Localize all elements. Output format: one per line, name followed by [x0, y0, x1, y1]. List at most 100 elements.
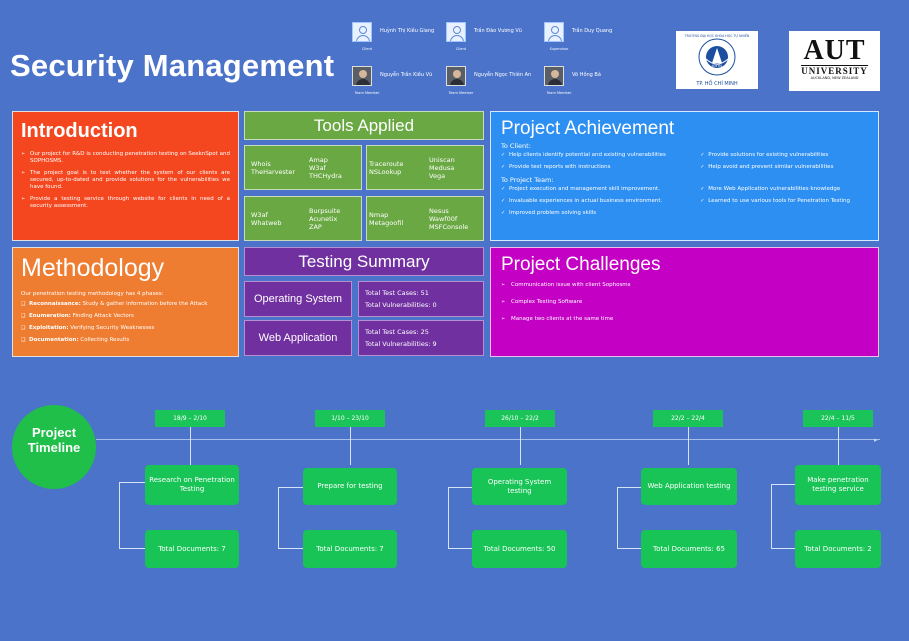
introduction-title: Introduction	[21, 120, 138, 142]
timeline-docs: Total Documents: 7	[303, 530, 397, 568]
tool-name: Amap	[309, 156, 328, 164]
user-icon	[544, 22, 564, 42]
person-role: Client	[361, 47, 373, 51]
person-card: Nguyễn Trần Kiều Vũ Team Member	[352, 66, 433, 95]
tool-box: Traceroute NSLookup Uniscan Medusa Vega	[366, 145, 484, 190]
timeline-connector	[617, 548, 642, 549]
person-role: Team Member	[354, 91, 380, 95]
tool-name: Metagoofil	[369, 219, 404, 227]
testing-label-os: Operating System	[244, 281, 352, 317]
timeline-task: Operating System testing	[472, 468, 567, 505]
introduction-item: Provide a testing service through websit…	[21, 196, 230, 210]
tool-name: THCHydra	[309, 172, 342, 180]
achievement-item: Help clients identify potential and exis…	[501, 152, 700, 159]
achievement-item: Project execution and management skill i…	[501, 186, 700, 193]
tool-box: Nmap Metagoofil Nesus Wawf00f MSFConsole	[366, 196, 484, 241]
person-name: Huỳnh Thị Kiều Giang	[380, 28, 435, 34]
testing-vulns: Total Vulnerabilities: 9	[365, 340, 437, 348]
methodology-item: Enumeration: Finding Attack Vectors	[21, 313, 230, 320]
methodology-item: Reconnaissance: Study & gather informati…	[21, 301, 230, 308]
challenges-title: Project Challenges	[501, 254, 661, 275]
introduction-item: Our project for R&D is conducting penetr…	[21, 151, 230, 165]
tool-name: ZAP	[309, 223, 322, 231]
tool-box: W3af Whatweb Burpsuite Acunetix ZAP	[244, 196, 362, 241]
person-name: Nguyễn Trần Kiều Vũ	[380, 72, 433, 78]
tool-name: Wawf00f	[429, 215, 458, 223]
timeline-connector	[448, 548, 473, 549]
testing-label-web: Web Application	[244, 320, 352, 356]
timeline-connector	[119, 482, 146, 483]
tool-name: Nmap	[369, 211, 389, 219]
achievement-title: Project Achievement	[501, 118, 675, 139]
timeline-connector	[838, 427, 839, 465]
timeline-task: Research on Penetration Testing	[145, 465, 239, 505]
timeline-task: Make penetration testing service	[795, 465, 881, 505]
testing-summary-title: Testing Summary	[244, 247, 484, 276]
tool-box: Whois TheHarvester Amap W3af THCHydra	[244, 145, 362, 190]
timeline-docs: Total Documents: 50	[472, 530, 567, 568]
timeline-connector	[448, 487, 473, 488]
methodology-lead: Our penetration testing methodology has …	[21, 291, 164, 297]
timeline-date: 22/2 – 22/4	[653, 410, 723, 427]
logo-aut-text: AUT	[803, 35, 866, 66]
timeline-docs: Total Documents: 7	[145, 530, 239, 568]
timeline-connector	[520, 427, 521, 465]
timeline-connector	[617, 487, 642, 488]
achievement-item: Provide test reports with instructions	[501, 164, 700, 171]
timeline-connector	[771, 484, 772, 548]
user-icon	[352, 22, 372, 42]
tool-name: Vega	[429, 172, 446, 180]
tool-name: Whois	[251, 160, 271, 168]
achievement-item: Learned to use various tools for Penetra…	[700, 198, 868, 205]
timeline-connector	[617, 487, 618, 548]
tool-name: NSLookup	[369, 168, 402, 176]
introduction-panel: Introduction Our project for R&D is cond…	[12, 111, 239, 241]
challenge-item: Communication issue with client Sophosms	[501, 282, 868, 289]
timeline-connector	[119, 548, 146, 549]
tools-title: Tools Applied	[244, 111, 484, 140]
challenges-panel: Project Challenges Communication issue w…	[490, 247, 879, 357]
achievement-item: Help avoid and prevent similar vulnerabi…	[700, 164, 868, 171]
logo-ring-text: TRƯỜNG ĐẠI HỌC KHOA HỌC TỰ NHIÊN	[684, 33, 750, 38]
timeline-connector	[448, 487, 449, 548]
timeline-connector	[278, 487, 304, 488]
arrow-right-icon: ▸	[874, 436, 878, 444]
timeline-axis	[96, 439, 880, 440]
tool-name: Whatweb	[251, 219, 282, 227]
person-name: Trần Đào Vương Vũ	[474, 28, 522, 34]
timeline-connector	[771, 548, 796, 549]
person-name: Võ Hồng Bá	[572, 72, 601, 78]
person-name: Nguyễn Ngọc Thiên An	[474, 72, 532, 78]
achievement-item: Invaluable experiences in actual busines…	[501, 198, 700, 205]
tool-name: W3af	[251, 211, 268, 219]
tool-name: Acunetix	[309, 215, 338, 223]
tool-name: Burpsuite	[309, 207, 341, 215]
page-title: Security Management	[10, 48, 335, 83]
testing-cases: Total Test Cases: 51	[365, 289, 429, 297]
person-role: Supervisor	[549, 47, 569, 51]
timeline-connector	[278, 487, 279, 548]
methodology-panel: Methodology Our penetration testing meth…	[12, 247, 239, 357]
testing-cases: Total Test Cases: 25	[365, 328, 429, 336]
testing-values-os: Total Test Cases: 51 Total Vulnerabiliti…	[358, 281, 484, 317]
hcmus-logo: KHTN TRƯỜNG ĐẠI HỌC KHOA HỌC TỰ NHIÊN TP…	[676, 31, 758, 89]
timeline-connector	[119, 482, 120, 548]
timeline-connector	[190, 427, 191, 465]
timeline-docs: Total Documents: 65	[641, 530, 737, 568]
person-card: Nguyễn Ngọc Thiên An Team Member	[446, 66, 532, 95]
timeline-docs: Total Documents: 2	[795, 530, 881, 568]
person-role: Client	[455, 47, 467, 51]
timeline-connector	[278, 548, 304, 549]
achievement-client-label: To Client:	[501, 142, 531, 150]
person-card: Trần Đào Vương Vũ Client	[446, 22, 522, 51]
timeline-task: Prepare for testing	[303, 468, 397, 505]
logo-bottom-text: TP. HỒ CHÍ MINH	[695, 78, 738, 87]
achievement-item: More Web Application vulnerabilities kno…	[700, 186, 868, 193]
timeline-date: 22/4 – 11/5	[803, 410, 873, 427]
person-role: Team Member	[448, 91, 474, 95]
logo-center-text: KHTN	[712, 64, 722, 68]
tool-name: W3af	[309, 164, 326, 172]
challenge-item: Manage two clients at the same time	[501, 316, 868, 323]
avatar	[352, 66, 372, 86]
methodology-item: Documentation: Collecting Results	[21, 337, 230, 344]
